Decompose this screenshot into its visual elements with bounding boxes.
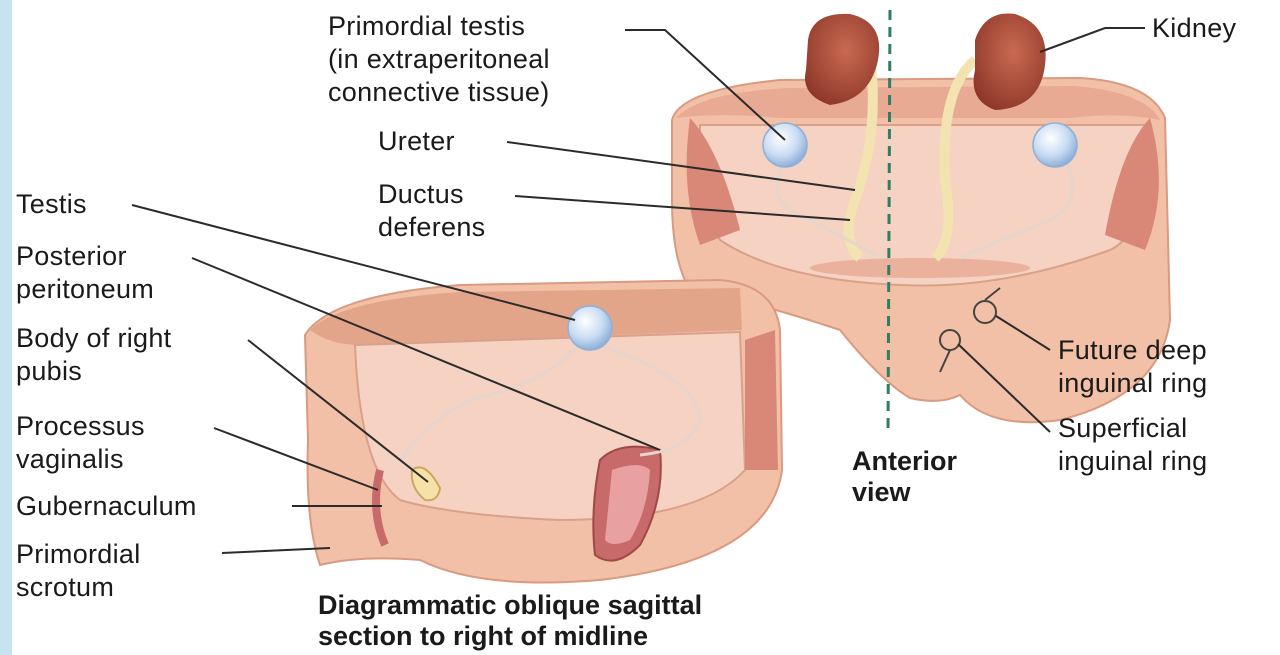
label-primordial-testis: Primordial testis (in extraperitoneal co… xyxy=(328,10,550,109)
label-line: deferens xyxy=(378,211,485,244)
label-line: (in extraperitoneal xyxy=(328,43,550,76)
sagittal-section-figure xyxy=(305,280,782,583)
label-line: scrotum xyxy=(16,571,141,604)
midline xyxy=(888,10,890,435)
label-line: Testis xyxy=(16,188,87,221)
label-line: view xyxy=(852,477,957,508)
sagittal-cavity xyxy=(355,332,745,520)
label-line: peritoneum xyxy=(16,273,154,306)
label-posterior-peritoneum: Posterior peritoneum xyxy=(16,240,154,306)
label-primordial-scrotum: Primordial scrotum xyxy=(16,538,141,604)
right-primordial-testis xyxy=(1033,123,1077,167)
label-line: Ductus xyxy=(378,178,485,211)
left-primordial-testis xyxy=(763,123,807,167)
pelvic-floor-fold xyxy=(810,258,1030,278)
label-ureter: Ureter xyxy=(378,125,455,158)
caption-line: section to right of midline xyxy=(318,621,702,652)
label-line: Processus xyxy=(16,410,145,443)
leader-primordial-scrotum xyxy=(222,548,330,553)
label-line: Body of right xyxy=(16,322,172,355)
label-line: inguinal ring xyxy=(1058,367,1208,400)
caption-sagittal-section: Diagrammatic oblique sagittal section to… xyxy=(318,590,702,652)
label-body-of-right-pubis: Body of right pubis xyxy=(16,322,172,388)
label-ductus-deferens: Ductus deferens xyxy=(378,178,485,244)
posterior-wall xyxy=(745,330,778,470)
caption-line: Diagrammatic oblique sagittal xyxy=(318,590,702,621)
label-line: Primordial testis xyxy=(328,10,550,43)
label-line: Primordial xyxy=(16,538,141,571)
leader-kidney xyxy=(1040,28,1145,52)
label-kidney: Kidney xyxy=(1152,12,1236,45)
label-line: Kidney xyxy=(1152,12,1236,45)
label-superficial-inguinal-ring: Superficial inguinal ring xyxy=(1058,412,1208,478)
label-line: inguinal ring xyxy=(1058,445,1208,478)
label-line: Posterior xyxy=(16,240,154,273)
label-anterior-view: Anterior view xyxy=(852,446,957,508)
label-testis: Testis xyxy=(16,188,87,221)
label-line: Superficial xyxy=(1058,412,1208,445)
label-line: Anterior xyxy=(852,446,957,477)
label-line: pubis xyxy=(16,355,172,388)
label-processus-vaginalis: Processus vaginalis xyxy=(16,410,145,476)
label-line: Gubernaculum xyxy=(16,490,197,523)
label-line: Future deep xyxy=(1058,334,1208,367)
label-line: connective tissue) xyxy=(328,76,550,109)
label-gubernaculum: Gubernaculum xyxy=(16,490,197,523)
label-line: vaginalis xyxy=(16,443,145,476)
descending-testis xyxy=(568,306,612,350)
label-future-deep-inguinal-ring: Future deep inguinal ring xyxy=(1058,334,1208,400)
label-line: Ureter xyxy=(378,125,455,158)
